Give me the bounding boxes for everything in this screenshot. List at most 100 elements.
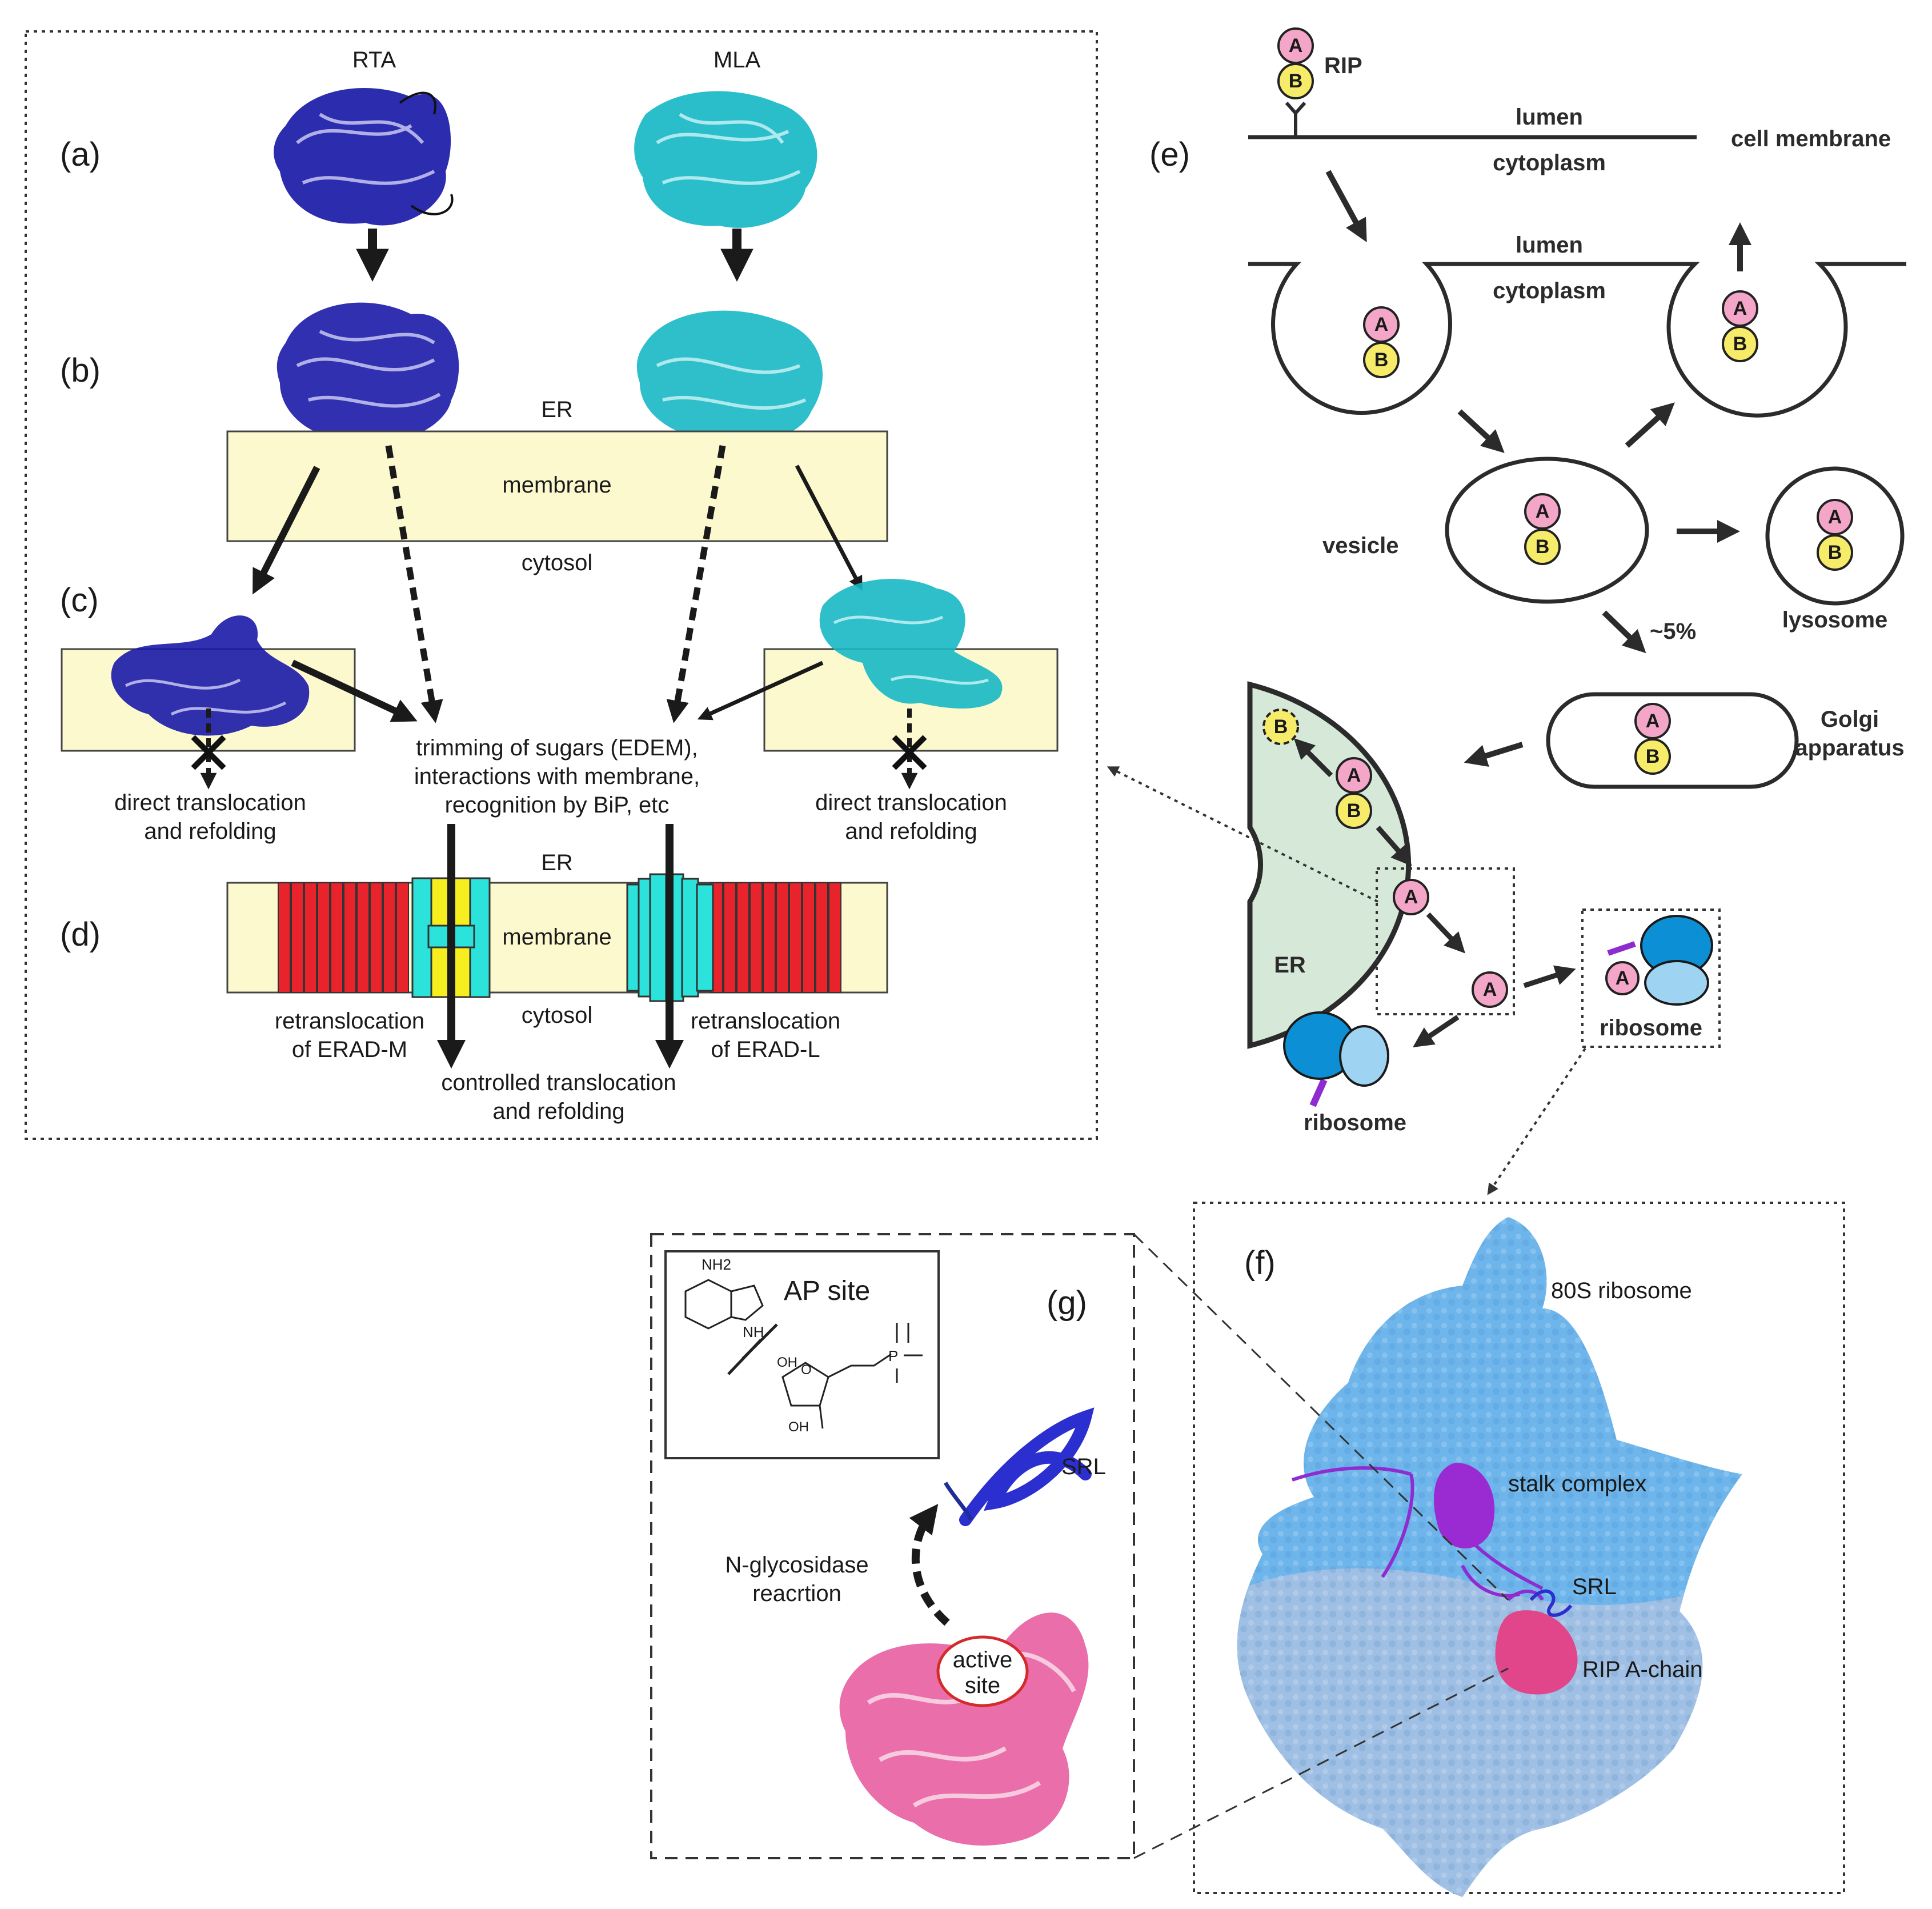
golgi-apparatus (1546, 692, 1799, 789)
erad-red-subunit (736, 882, 749, 993)
svg-text:A: A (1374, 314, 1389, 335)
ribosome-with-a-chain: A (1605, 915, 1713, 1006)
srl-structure-f (1529, 1589, 1573, 1617)
mla-structure-a (634, 91, 817, 228)
erad-red-subunit (330, 882, 343, 993)
active-site-label-1: active (953, 1647, 1013, 1672)
arrow-vesicle-recycle (1625, 402, 1675, 448)
erad-red-subunit (802, 882, 815, 993)
membrane-label-top: membrane (502, 473, 611, 498)
vesicle (1445, 457, 1649, 604)
panel-g-border (650, 1233, 1135, 1859)
reaction-label-2: reacrtion (752, 1581, 841, 1606)
ap-site-label: AP site (784, 1276, 870, 1306)
cell-membrane-label: cell membrane (1731, 126, 1891, 151)
svg-text:NH2: NH2 (702, 1256, 731, 1273)
svg-text:B: B (1289, 70, 1303, 92)
rip-a-chain-label: RIP A-chain (1582, 1657, 1703, 1682)
arrow-to-golgi (1602, 610, 1646, 654)
rip-label: RIP (1324, 53, 1362, 78)
erad-red-subunit (815, 882, 828, 993)
erad-red-subunit (383, 882, 396, 993)
erad-red-subunit (356, 882, 370, 993)
svg-text:B: B (1374, 349, 1389, 371)
ribosome-label-1: ribosome (1304, 1110, 1406, 1135)
lumen-label-2: lumen (1516, 233, 1583, 258)
arrow-a-to-ribosome-right (1523, 965, 1576, 988)
rta-structure-b (276, 302, 459, 443)
svg-text:A: A (1536, 501, 1550, 522)
srl-structure-g (943, 1407, 1095, 1526)
dotted-connector-ribosome-to-f (1487, 1047, 1586, 1195)
mla-label: MLA (714, 47, 761, 73)
erad-red-subunit (343, 882, 356, 993)
rta-structure-c (111, 615, 310, 736)
svg-text:B: B (1347, 800, 1361, 822)
er-membrane-top (226, 430, 888, 542)
rip-on-receptor: A B (1277, 27, 1314, 136)
svg-text:B: B (1536, 536, 1550, 558)
ap-site-structure: NH2 NH O OH OH P (684, 1256, 923, 1435)
erad-red-subunit (789, 882, 802, 993)
controlled-2: and refolding (492, 1099, 624, 1124)
svg-text:A: A (1289, 35, 1303, 57)
direct-left-2: and refolding (144, 819, 276, 844)
trim-line-2: interactions with membrane, (414, 764, 700, 789)
cytosol-label-top: cytosol (522, 550, 593, 575)
rip-endosome-left: A B (1363, 306, 1400, 378)
trim-line-3: recognition by BiP, etc (445, 793, 670, 818)
svg-text:P: P (888, 1347, 898, 1364)
svg-text:OH: OH (788, 1419, 809, 1435)
direct-right-1: direct translocation (815, 790, 1007, 815)
erad-red-subunit (396, 882, 409, 993)
svg-text:A: A (1828, 506, 1842, 528)
panel-label-d: (d) (60, 916, 101, 953)
ribosome-er-bound (1283, 1011, 1389, 1107)
arrow-rta-to-membrane (252, 466, 320, 595)
retro-m-1: retranslocation (275, 1008, 424, 1034)
erad-red-subunit (278, 882, 291, 993)
arrow-to-endocytosis (1325, 170, 1367, 243)
panel-label-e: (e) (1149, 136, 1190, 173)
svg-text:A: A (1646, 710, 1660, 732)
svg-text:O: O (801, 1362, 812, 1378)
srl-label-f: SRL (1572, 1574, 1617, 1599)
rip-lysosome: A B (1817, 499, 1853, 571)
panel-f-border (1193, 1202, 1845, 1894)
b-chain-released: B (1262, 709, 1299, 745)
arrow-to-vesicle (1457, 409, 1505, 453)
rta-label: RTA (352, 47, 396, 73)
arrow-b-release (1293, 738, 1333, 778)
a-chain-cytosol: A (1472, 971, 1508, 1008)
erad-red-subunit (291, 882, 304, 993)
arrow-a-retro (1426, 912, 1465, 954)
cytoplasm-label-2: cytoplasm (1493, 278, 1606, 303)
trim-line-1: trimming of sugars (EDEM), (416, 735, 698, 761)
mla-structure-b (636, 310, 823, 445)
rip-a-chain-structure-f (1495, 1610, 1578, 1695)
ribosome-80s-label: 80S ribosome (1551, 1278, 1692, 1303)
erad-red-subunit (370, 882, 383, 993)
rip-er: A B (1336, 757, 1372, 829)
er-label-top: ER (541, 397, 573, 422)
srl-label-g: SRL (1061, 1454, 1106, 1479)
svg-text:A: A (1483, 979, 1497, 1000)
reaction-arrow (909, 1504, 950, 1626)
svg-text:B: B (1733, 333, 1747, 355)
rta-structure-a (274, 88, 454, 226)
lysosome-label: lysosome (1782, 607, 1888, 633)
dashed-arrow-mla-to-trim (666, 445, 726, 723)
ap-site-box (664, 1250, 940, 1459)
panel-label-c: (c) (60, 582, 99, 619)
svg-text:A: A (1347, 765, 1361, 786)
svg-text:NH: NH (743, 1323, 764, 1340)
lumen-label-1: lumen (1516, 105, 1583, 130)
ribosome-label-2: ribosome (1600, 1015, 1702, 1040)
erad-red-subunit (304, 882, 317, 993)
a-chain-er: A (1393, 879, 1429, 915)
lysosome (1765, 466, 1905, 606)
blocked-x-left (191, 735, 226, 770)
svg-text:B: B (1646, 746, 1660, 767)
panel-label-g: (g) (1047, 1284, 1087, 1322)
